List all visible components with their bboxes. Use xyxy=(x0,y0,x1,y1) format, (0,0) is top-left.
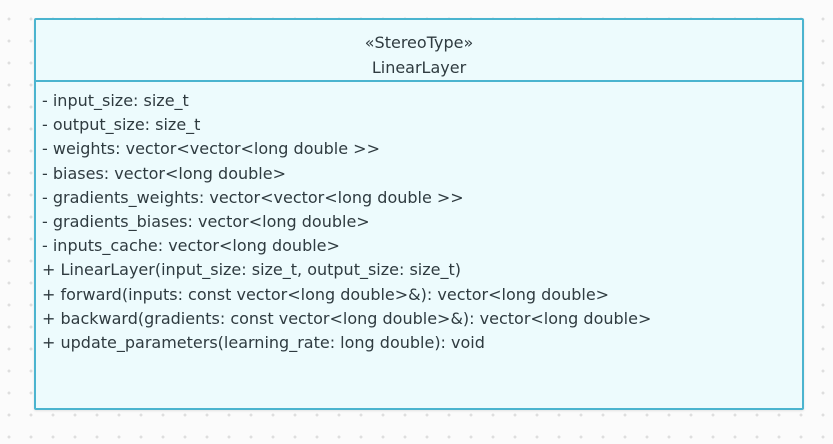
method-update-parameters[interactable]: + update_parameters(learning_rate: long … xyxy=(42,333,485,353)
attribute-input-size[interactable]: - input_size: size_t xyxy=(42,91,189,110)
class-members[interactable]: - input_size: size_t - output_size: size… xyxy=(36,82,802,355)
attribute-gradients-weights[interactable]: - gradients_weights: vector<vector<long … xyxy=(42,187,464,207)
method-forward[interactable]: + forward(inputs: const vector<long doub… xyxy=(42,284,610,304)
class-stereotype: «StereoType» xyxy=(364,33,474,52)
attribute-gradients-biases[interactable]: - gradients_biases: vector<long double> xyxy=(42,212,370,232)
method-constructor[interactable]: + LinearLayer(input_size: size_t, output… xyxy=(42,260,462,280)
attribute-inputs-cache[interactable]: - inputs_cache: vector<long double> xyxy=(42,236,340,256)
attribute-biases[interactable]: - biases: vector<long double> xyxy=(42,163,286,183)
method-backward[interactable]: + backward(gradients: const vector<long … xyxy=(42,308,652,328)
uml-class-box[interactable]: «StereoType» LinearLayer - input_size: s… xyxy=(34,18,804,410)
class-name[interactable]: LinearLayer xyxy=(371,58,467,77)
attribute-weights[interactable]: - weights: vector<vector<long double >> xyxy=(42,139,380,159)
attribute-output-size[interactable]: - output_size: size_t xyxy=(42,115,201,135)
class-header[interactable]: «StereoType» LinearLayer xyxy=(36,20,802,82)
